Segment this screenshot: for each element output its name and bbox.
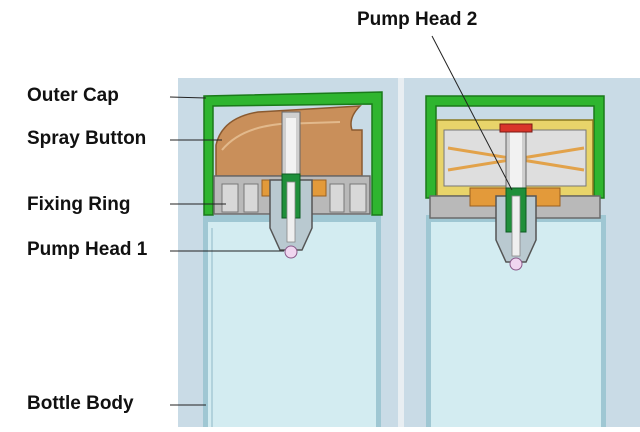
left-spray-button-highlight xyxy=(221,121,341,151)
leader-outer-cap xyxy=(169,96,207,99)
leader-pump-head-2 xyxy=(431,35,513,191)
left-pump-valve xyxy=(284,245,298,259)
panel-divider xyxy=(398,78,404,427)
label-spray-button: Spray Button xyxy=(27,128,147,149)
right-pump-tip xyxy=(499,123,533,133)
label-outer-cap: Outer Cap xyxy=(27,85,119,106)
left-fixing-ring-slot-1 xyxy=(221,183,239,213)
label-fixing-ring: Fixing Ring xyxy=(27,194,131,215)
left-pump-piston xyxy=(286,181,296,243)
label-pump-head-1: Pump Head 1 xyxy=(27,239,148,260)
left-pump-stem-bore xyxy=(286,118,296,178)
left-fixing-ring-slot-2 xyxy=(243,183,259,213)
leader-lines xyxy=(169,35,513,406)
right-pump-piston xyxy=(511,195,521,257)
right-pump-stem-bore xyxy=(510,130,522,200)
label-pump-head-2: Pump Head 2 xyxy=(357,9,478,30)
left-outer-cap xyxy=(203,91,383,216)
right-bottle xyxy=(425,95,606,427)
label-bottle-body: Bottle Body xyxy=(27,393,134,414)
left-fixing-ring-slot-3 xyxy=(329,183,345,213)
right-pump-valve xyxy=(509,257,523,271)
left-fixing-ring-slot-4 xyxy=(349,183,367,213)
left-bottle xyxy=(203,91,383,427)
